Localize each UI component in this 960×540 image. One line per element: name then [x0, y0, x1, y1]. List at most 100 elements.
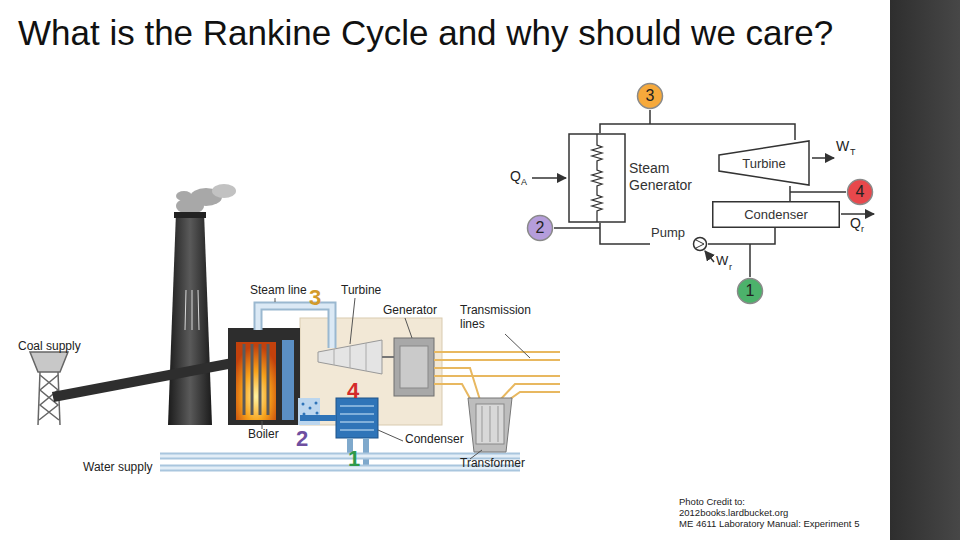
callout-number: 1 [348, 446, 360, 471]
transmission-wires [434, 352, 560, 402]
turbine-drawing [334, 349, 335, 365]
boiler [251, 344, 254, 415]
condenser-drawing [340, 406, 374, 430]
part-label: Transformer [460, 457, 525, 471]
chimney [185, 290, 186, 330]
chimney [168, 212, 212, 425]
energy-arrow [812, 157, 834, 159]
boiler [259, 344, 262, 415]
transmission-wires [506, 392, 560, 402]
chimney [174, 212, 206, 218]
transformer [482, 406, 498, 442]
state-point-circle: 2 [526, 214, 554, 242]
energy-subscript: T [850, 147, 856, 157]
component-name: Condenser [712, 201, 840, 228]
turbine-drawing [350, 346, 351, 368]
condenser-drawing [336, 398, 378, 438]
part-label: Water supply [83, 461, 153, 475]
leader-line [405, 318, 412, 338]
chimney [198, 290, 199, 330]
chimney [192, 290, 193, 330]
turbine-drawing [382, 356, 394, 358]
condenser-box: Condenser [712, 201, 840, 228]
coal-supply-tower [30, 352, 68, 372]
coal-supply-tower [30, 352, 68, 425]
condenser-drawing [340, 405, 374, 407]
pipe-connector [708, 228, 775, 244]
energy-symbol: Q [850, 215, 861, 231]
state-number: 3 [636, 82, 664, 110]
smoke [176, 184, 236, 214]
transformer [468, 398, 512, 452]
energy-arrow [841, 213, 874, 215]
transmission-wires [434, 359, 560, 361]
boiler [236, 342, 276, 420]
generator-drawing [400, 346, 428, 388]
pump-outline [694, 238, 707, 251]
boiler [243, 344, 246, 415]
pipe-connector [600, 223, 650, 244]
photo-credit: 2012books.lardbucket.org [679, 508, 788, 519]
water-pipes [300, 415, 336, 421]
callout-number: 2 [296, 426, 308, 451]
pipe-connector [600, 124, 795, 140]
transformer [482, 406, 483, 442]
condenser-drawing [340, 413, 374, 415]
boiler [315, 402, 318, 405]
part-label: Boiler [248, 428, 279, 442]
condenser-drawing [340, 429, 374, 431]
slide-title: What is the Rankine Cycle and why should… [18, 12, 838, 54]
transformer [468, 398, 512, 452]
steam-outline [569, 134, 625, 222]
leader-line [378, 430, 403, 441]
component-name: Steam Generator [629, 160, 717, 194]
leader-line [275, 298, 276, 302]
photo-credit: ME 4611 Laboratory Manual: Experiment 5 [679, 519, 859, 530]
part-label: Turbine [341, 284, 381, 298]
state-point-circle: 3 [636, 82, 664, 110]
smoke [176, 191, 192, 201]
callout-number: 4 [347, 378, 359, 403]
smoke [212, 184, 236, 198]
transmission-wires [434, 351, 560, 353]
energy-subscript: A [521, 177, 527, 187]
state-number: 2 [526, 214, 554, 242]
part-label: Transmission lines [460, 304, 536, 332]
turbine-drawing [318, 340, 394, 374]
energy-symbol: Q [510, 168, 521, 184]
side-band [890, 0, 960, 540]
steam-line-pipe [258, 306, 332, 348]
transmission-wires [434, 384, 472, 402]
condenser-drawing [336, 398, 378, 438]
part-label: Condenser [405, 433, 464, 447]
callout-number: 3 [309, 285, 321, 310]
pump-outline [696, 240, 704, 248]
state-number: 4 [846, 178, 874, 206]
transmission-wires [434, 375, 560, 377]
leader-line [262, 298, 530, 459]
state-point-leader [790, 191, 846, 193]
boiler [267, 344, 270, 415]
state-point-leader [649, 110, 651, 124]
conveyor-belt [52, 358, 234, 402]
transformer [490, 406, 491, 442]
energy-subscript: r [729, 262, 732, 272]
chimney [168, 212, 212, 425]
steam-line-pipe [258, 306, 332, 348]
chimney [185, 290, 199, 330]
transformer [476, 404, 504, 444]
leader-line [505, 334, 530, 358]
generator-drawing [394, 338, 434, 396]
energy-arrow [705, 251, 714, 262]
boiler [316, 412, 319, 415]
state-point-circle: 1 [736, 277, 764, 305]
energy-arrow [532, 177, 566, 179]
turbine-drawing [318, 340, 382, 374]
energy-symbol: W [836, 138, 849, 154]
trap-outline [719, 141, 809, 185]
part-label: Steam line [250, 284, 307, 298]
state-point-leader [749, 244, 751, 277]
coal-supply-tower [38, 372, 40, 425]
boiler [309, 407, 312, 410]
